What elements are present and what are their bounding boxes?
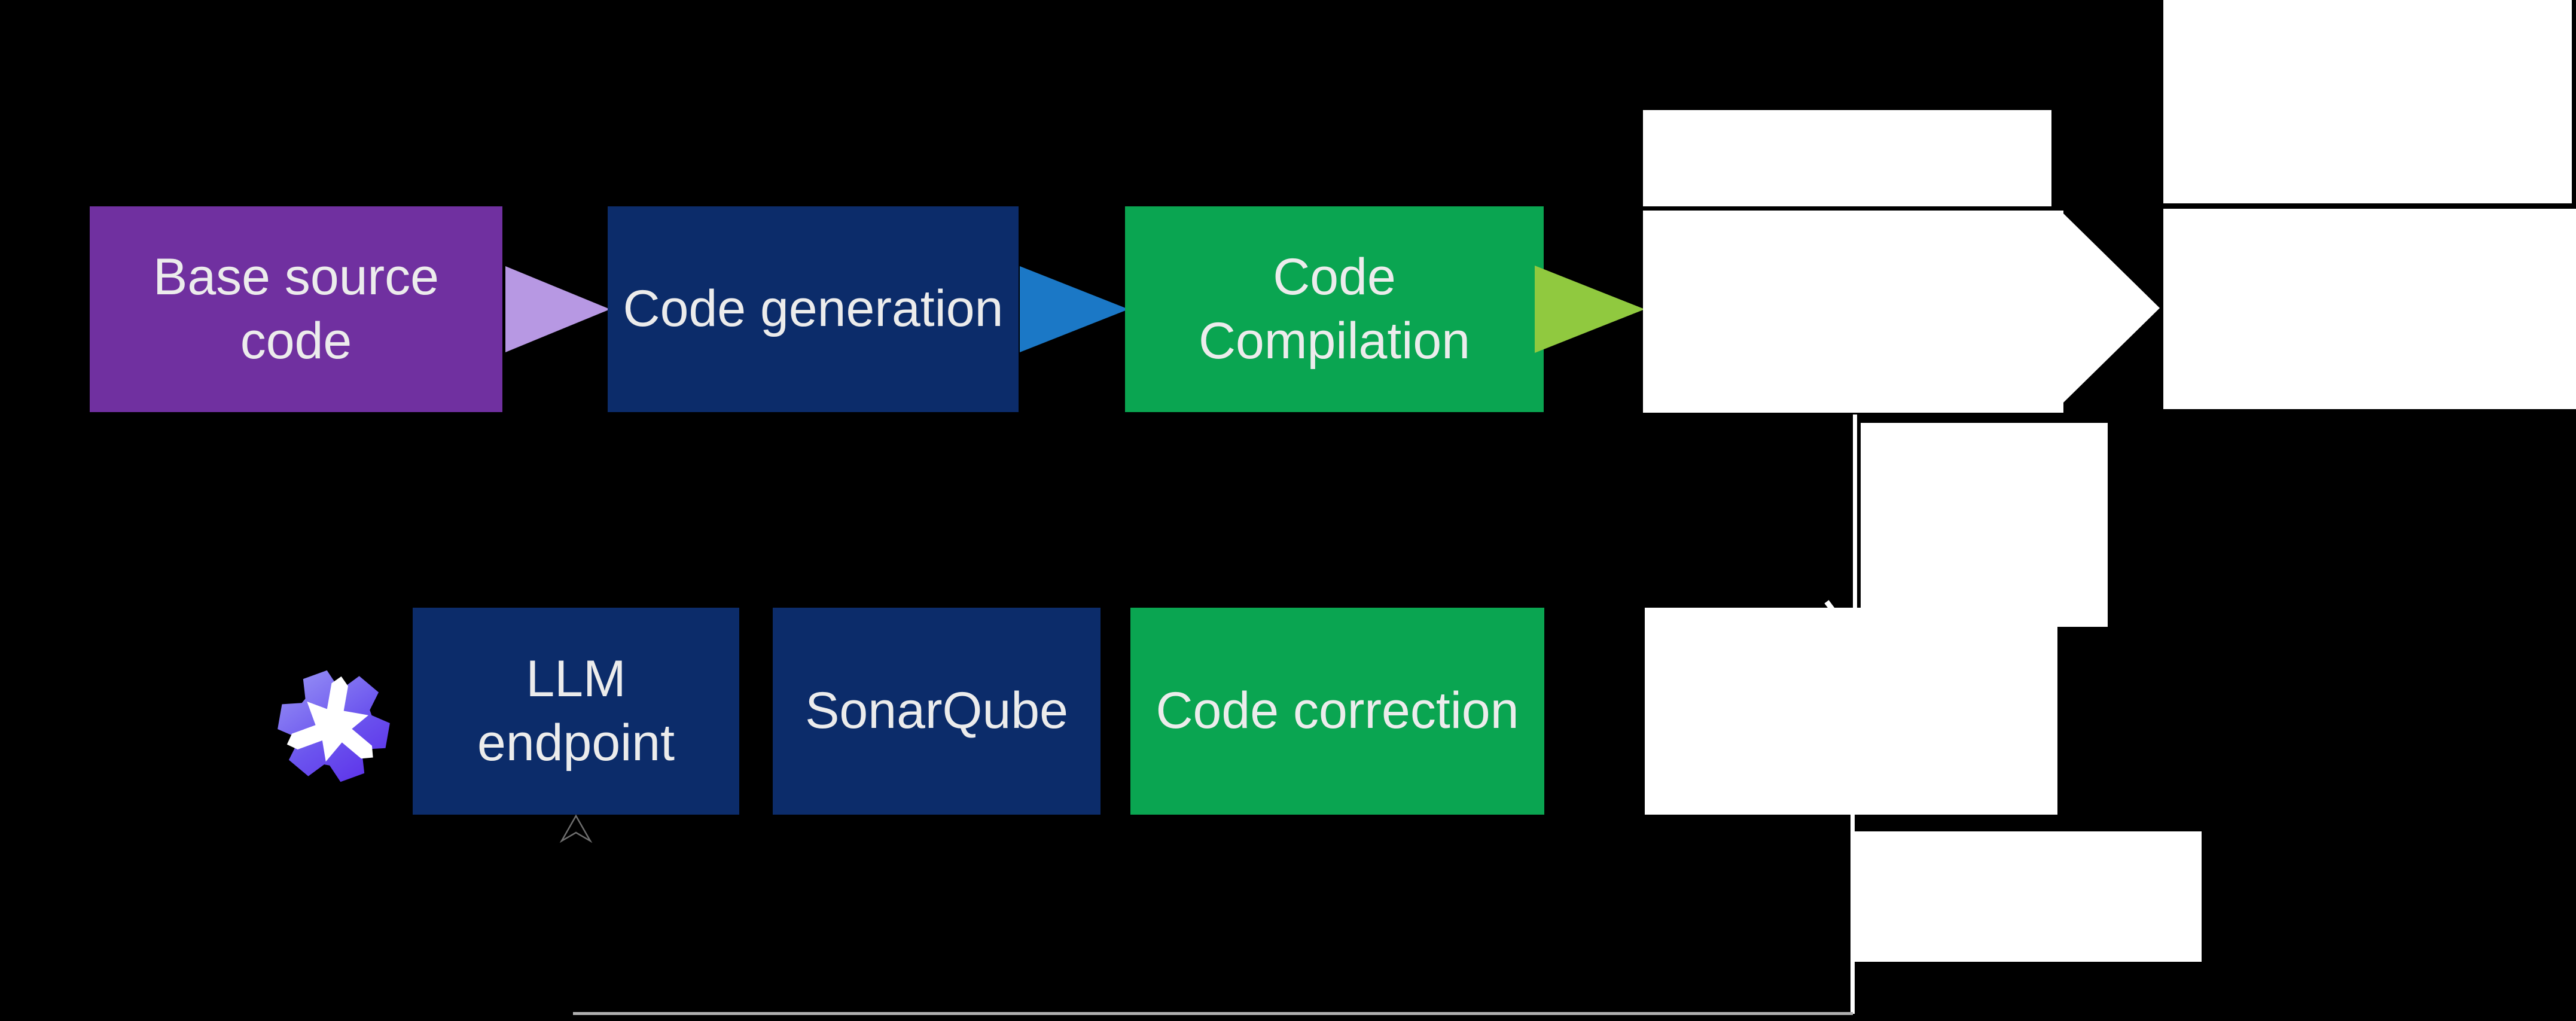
- node-code-generation: Code generation: [608, 206, 1019, 412]
- node-code-generation-label: Code generation: [623, 280, 1004, 338]
- blank-box-top-right: [2163, 209, 2576, 409]
- llm-provider-logo-icon: [275, 670, 390, 784]
- block-arrow-result-to-next-icon: [2063, 214, 2160, 403]
- node-base-source-code-label: Base source code: [153, 248, 440, 370]
- arrow-base-to-generation-icon: [505, 266, 610, 352]
- arrow-generation-to-compilation-icon: [1020, 266, 1129, 352]
- blank-box-bottom: [1854, 831, 2202, 962]
- up-arrowhead-outline-icon: [559, 814, 593, 843]
- node-sonarqube-label: SonarQube: [805, 682, 1068, 740]
- node-base-source-code: Base source code: [90, 206, 502, 412]
- node-sonarqube: SonarQube: [773, 608, 1100, 815]
- arrow-compilation-to-result-icon: [1535, 266, 1645, 353]
- node-code-correction: Code correction: [1130, 608, 1544, 815]
- blank-box-row2-right: [1645, 608, 2057, 815]
- node-code-compilation: Code Compilation: [1125, 206, 1544, 412]
- blank-box-top-right-label: [2163, 0, 2572, 203]
- feedback-loop-line: [573, 1012, 1853, 1015]
- node-code-compilation-label: Code Compilation: [1198, 248, 1471, 370]
- blank-box-middle: [1861, 423, 2108, 627]
- node-llm-endpoint-label: LLM endpoint: [477, 650, 675, 772]
- node-code-correction-label: Code correction: [1156, 682, 1519, 740]
- blank-box-result-label: [1643, 110, 2051, 206]
- vertical-connector-line: [1853, 415, 1857, 612]
- node-llm-endpoint: LLM endpoint: [413, 608, 739, 815]
- blank-box-result: [1643, 211, 2063, 413]
- vertical-connector-line-2: [1851, 815, 1855, 1014]
